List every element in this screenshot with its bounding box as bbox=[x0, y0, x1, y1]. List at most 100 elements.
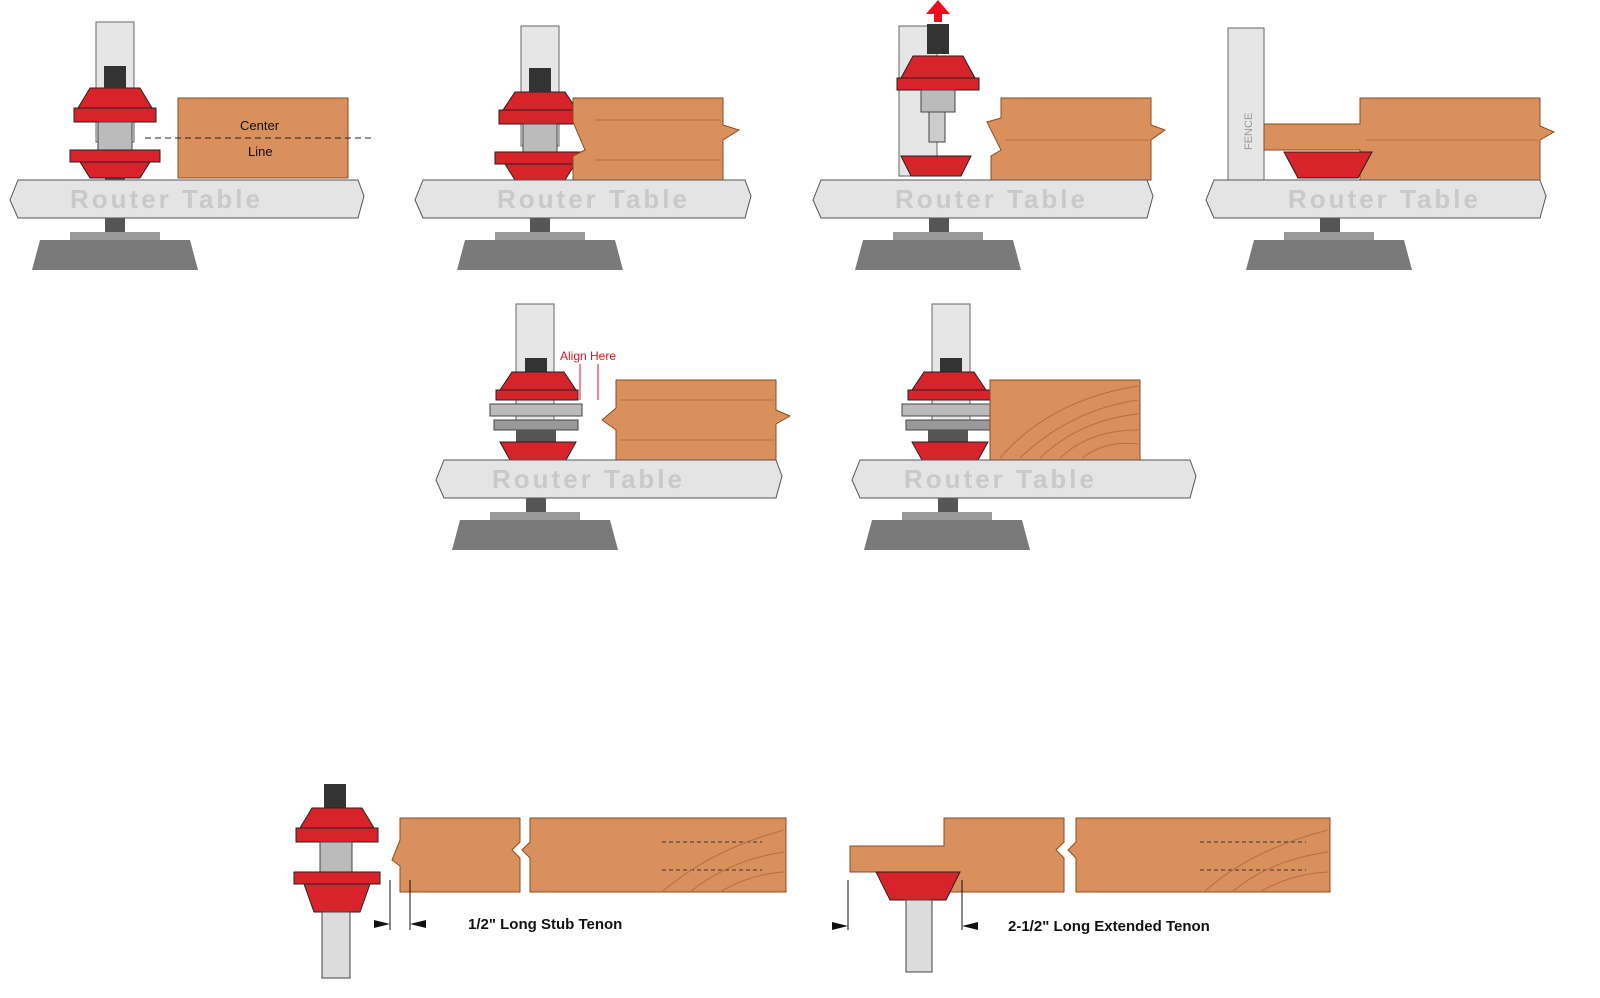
router-table bbox=[435, 459, 783, 499]
dimension-arrow bbox=[962, 922, 978, 930]
step-1-diagram: Center Line Router Table bbox=[9, 21, 372, 270]
bearing bbox=[522, 123, 558, 153]
motor-base bbox=[457, 240, 623, 270]
step-4-diagram: FENCE Router Table bbox=[1205, 27, 1556, 270]
end-grain bbox=[999, 385, 1139, 459]
cutter-top bbox=[502, 91, 578, 111]
slot-cutter-1 bbox=[901, 403, 995, 417]
shank bbox=[928, 111, 946, 143]
cutter-bottom bbox=[499, 441, 577, 461]
motor-base bbox=[32, 240, 198, 270]
bearing bbox=[920, 89, 956, 113]
end-grain bbox=[1203, 829, 1329, 893]
workpiece bbox=[177, 97, 349, 179]
nut bbox=[525, 358, 547, 374]
cutter-top-ring bbox=[498, 109, 582, 125]
center-line-label-2: Line bbox=[248, 144, 273, 159]
motor-plate bbox=[490, 512, 580, 520]
lift-arrow bbox=[926, 0, 950, 14]
nut bbox=[529, 68, 551, 92]
extended-tenon-caption: 2-1/2" Long Extended Tenon bbox=[1008, 918, 1210, 935]
router-table bbox=[414, 179, 752, 219]
slot-cutter-1 bbox=[489, 403, 583, 417]
shim bbox=[516, 430, 556, 442]
router-table bbox=[812, 179, 1154, 219]
cutter-top bbox=[499, 371, 577, 391]
workpiece bbox=[989, 379, 1141, 461]
center-line-label-1: Center bbox=[240, 118, 280, 133]
lift-arrow-shaft bbox=[934, 12, 942, 22]
cutter-top-ring bbox=[295, 827, 379, 843]
motor-base bbox=[864, 520, 1030, 550]
nut bbox=[104, 66, 126, 88]
bearing bbox=[97, 121, 133, 151]
motor-collet bbox=[526, 498, 546, 514]
motor-base bbox=[452, 520, 618, 550]
slot-cutter-2 bbox=[905, 419, 991, 431]
cutter-top bbox=[77, 87, 153, 109]
shank bbox=[321, 911, 351, 979]
router-table bbox=[1205, 179, 1547, 219]
workpiece bbox=[601, 379, 792, 461]
router-table-label: Router Table bbox=[1288, 184, 1481, 214]
router-table-label: Router Table bbox=[904, 464, 1097, 494]
workpiece bbox=[572, 97, 741, 181]
router-table bbox=[851, 459, 1197, 499]
bearing bbox=[319, 841, 353, 873]
motor-collet bbox=[1320, 218, 1340, 234]
nut bbox=[927, 24, 949, 54]
rail-piece bbox=[391, 817, 521, 893]
motor-plate bbox=[1284, 232, 1374, 240]
dimension-arrow bbox=[374, 920, 390, 928]
cutter bbox=[1283, 151, 1373, 179]
step-3-diagram: Router Table bbox=[812, 0, 1167, 270]
router-table-label: Router Table bbox=[497, 184, 690, 214]
shank bbox=[905, 899, 933, 973]
cutter-bottom-ring bbox=[494, 151, 586, 165]
extended-tenon-diagram: 2-1/2" Long Extended Tenon bbox=[832, 817, 1331, 973]
fence-label: FENCE bbox=[1243, 113, 1255, 150]
motor-base bbox=[855, 240, 1021, 270]
cutter-bottom-ring bbox=[69, 149, 161, 163]
dimension-arrow bbox=[410, 920, 426, 928]
workpiece bbox=[986, 97, 1167, 181]
cutter-bottom bbox=[303, 883, 371, 913]
motor-plate bbox=[902, 512, 992, 520]
cutter bbox=[875, 871, 961, 901]
router-table bbox=[9, 179, 365, 219]
nut bbox=[324, 784, 346, 808]
step-6-diagram: Router Table bbox=[851, 303, 1197, 550]
motor-collet bbox=[929, 218, 949, 234]
align-here-label: Align Here bbox=[560, 349, 616, 363]
nut bbox=[940, 358, 962, 374]
step-2-diagram: Router Table bbox=[414, 25, 752, 270]
cutter-bottom bbox=[900, 155, 972, 177]
cutter-bottom-ring bbox=[293, 871, 381, 885]
stub-tenon-diagram: 1/2" Long Stub Tenon bbox=[293, 784, 787, 979]
dimension-arrow bbox=[832, 922, 848, 930]
step-5-diagram: Align Here Router Table bbox=[435, 303, 792, 550]
motor-plate bbox=[495, 232, 585, 240]
cutter-top bbox=[299, 807, 375, 829]
slot-cutter-2 bbox=[493, 419, 579, 431]
end-grain bbox=[661, 829, 785, 893]
cutter-top-ring bbox=[907, 389, 991, 401]
stub-tenon-caption: 1/2" Long Stub Tenon bbox=[468, 916, 622, 933]
motor-plate bbox=[70, 232, 160, 240]
router-table-label: Router Table bbox=[492, 464, 685, 494]
fence bbox=[1227, 27, 1265, 181]
motor-plate bbox=[893, 232, 983, 240]
router-table-label: Router Table bbox=[70, 184, 263, 214]
stile-piece bbox=[1067, 817, 1331, 893]
motor-collet bbox=[530, 218, 550, 234]
motor-collet bbox=[105, 218, 125, 234]
cutter-bottom bbox=[504, 163, 576, 181]
workpiece bbox=[1263, 97, 1556, 181]
cutter-top bbox=[911, 371, 987, 391]
cutter-top bbox=[900, 55, 976, 79]
cutter-top-ring bbox=[73, 107, 157, 123]
stile-piece bbox=[521, 817, 787, 893]
cutter-bottom bbox=[911, 441, 989, 461]
cutter-bottom bbox=[79, 161, 151, 179]
motor-collet bbox=[938, 498, 958, 514]
